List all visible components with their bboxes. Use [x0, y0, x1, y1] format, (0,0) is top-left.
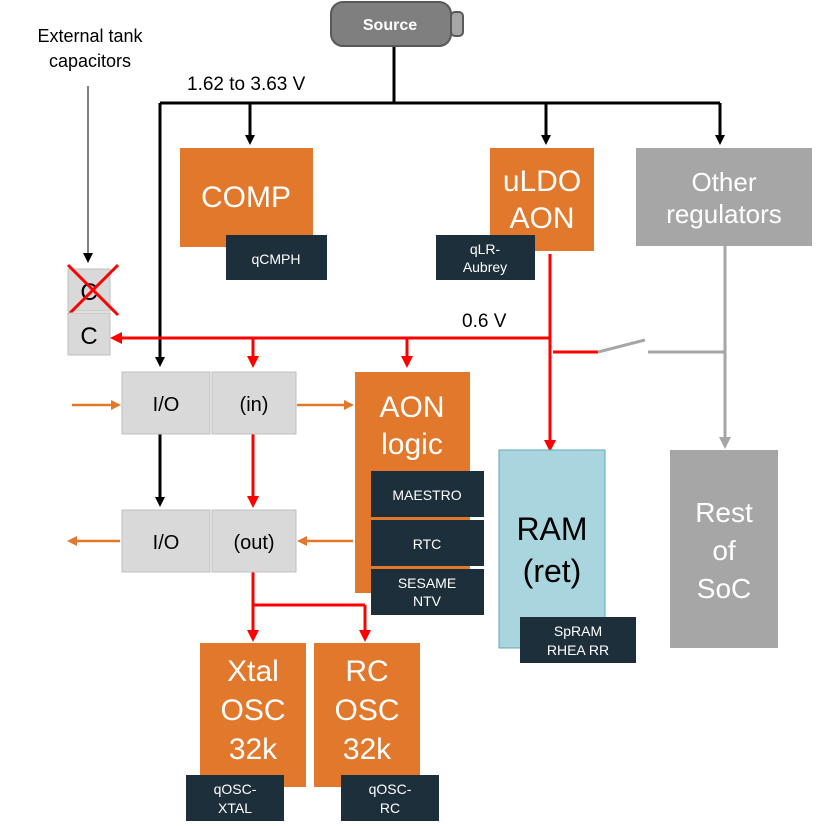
aon-logic-label-2: logic	[381, 428, 443, 461]
ram-tag-1: SpRAM	[554, 623, 602, 639]
rest-soc-label-2: of	[712, 535, 736, 566]
other-regulators-block: Other regulators	[636, 148, 812, 246]
ram-label-2: (ret)	[523, 553, 582, 589]
ram-tag-2: RHEA RR	[547, 642, 609, 658]
aon-voltage-label: 0.6 V	[462, 311, 507, 332]
external-tank-label-2: capacitors	[49, 51, 131, 71]
xtal-label-1: Xtal	[227, 655, 279, 688]
rc-tag-2: RC	[380, 800, 400, 816]
source-label: Source	[363, 17, 417, 34]
signal-arrows	[67, 400, 354, 546]
sesame-tag	[371, 569, 484, 615]
sesame-label-line: SESAME	[398, 575, 456, 591]
xtal-tag-1: qOSC-	[214, 781, 257, 797]
uldo-tag-1: qLR-	[470, 241, 501, 257]
rtc-label: RTC	[413, 536, 442, 552]
rtc-tag	[371, 520, 484, 566]
rest-soc-label-1: Rest	[695, 497, 753, 528]
rc-label-1: RC	[345, 655, 388, 688]
rc-osc-block: RC OSC 32k qOSC- RC	[314, 643, 439, 821]
comp-tag	[226, 235, 327, 280]
rc-tag-1: qOSC-	[369, 781, 412, 797]
uldo-aon-block: uLDO AON qLR- Aubrey	[436, 148, 594, 280]
aon-0v6-wires	[110, 254, 598, 642]
comp-tag-label: qCMPH	[251, 251, 300, 267]
supply-range-label: 1.62 to 3.63 V	[187, 74, 306, 95]
xtal-tag	[186, 775, 284, 821]
cap-label: C	[80, 323, 97, 350]
other-reg-label-1: Other	[691, 167, 756, 197]
io-out-right: (out)	[233, 532, 274, 554]
uldo-tag-2: Aubrey	[463, 259, 507, 275]
supply-wires	[155, 46, 725, 507]
sesame-label-line: NTV	[413, 593, 442, 609]
rc-label-2: OSC	[334, 694, 399, 727]
rc-label-3: 32k	[343, 733, 392, 766]
switch-wires	[597, 246, 731, 449]
aon-logic-label-1: AON	[379, 391, 444, 424]
io-out-left: I/O	[153, 532, 180, 554]
io-out-block: I/O (out)	[121, 509, 297, 573]
maestro-label: MAESTRO	[392, 487, 461, 503]
rest-soc-label-3: SoC	[697, 573, 751, 604]
xtal-label-3: 32k	[229, 733, 278, 766]
comp-label: COMP	[201, 181, 291, 214]
comp-block: COMP qCMPH	[180, 148, 327, 280]
ram-label-1: RAM	[516, 511, 587, 547]
rest-of-soc-block: Rest of SoC	[670, 450, 778, 648]
source-battery: Source	[330, 1, 464, 47]
xtal-tag-2: XTAL	[218, 800, 252, 816]
cross-icon	[66, 263, 120, 317]
cap: C	[67, 312, 111, 356]
other-reg-label-2: regulators	[666, 199, 782, 229]
io-in-right: (in)	[240, 394, 269, 416]
xtal-osc-block: Xtal OSC 32k qOSC- XTAL	[186, 643, 306, 821]
maestro-tag	[371, 471, 484, 517]
cap-removed: C	[66, 263, 120, 317]
ram-tag	[520, 617, 636, 663]
uldo-label-1: uLDO	[503, 165, 581, 198]
xtal-label-2: OSC	[220, 694, 285, 727]
io-in-block: I/O (in)	[121, 371, 297, 435]
rc-tag	[341, 775, 439, 821]
uldo-label-2: AON	[509, 202, 574, 235]
sesame-label: SESAME NTV	[398, 575, 456, 609]
ram-block: RAM (ret) SpRAM RHEA RR	[498, 449, 636, 663]
uldo-tag	[436, 235, 535, 280]
external-tank-label-1: External tank	[37, 26, 143, 46]
aon-logic-block: AON logic MAESTRO RTC SESAME NTV	[355, 372, 484, 615]
io-in-left: I/O	[153, 394, 180, 416]
